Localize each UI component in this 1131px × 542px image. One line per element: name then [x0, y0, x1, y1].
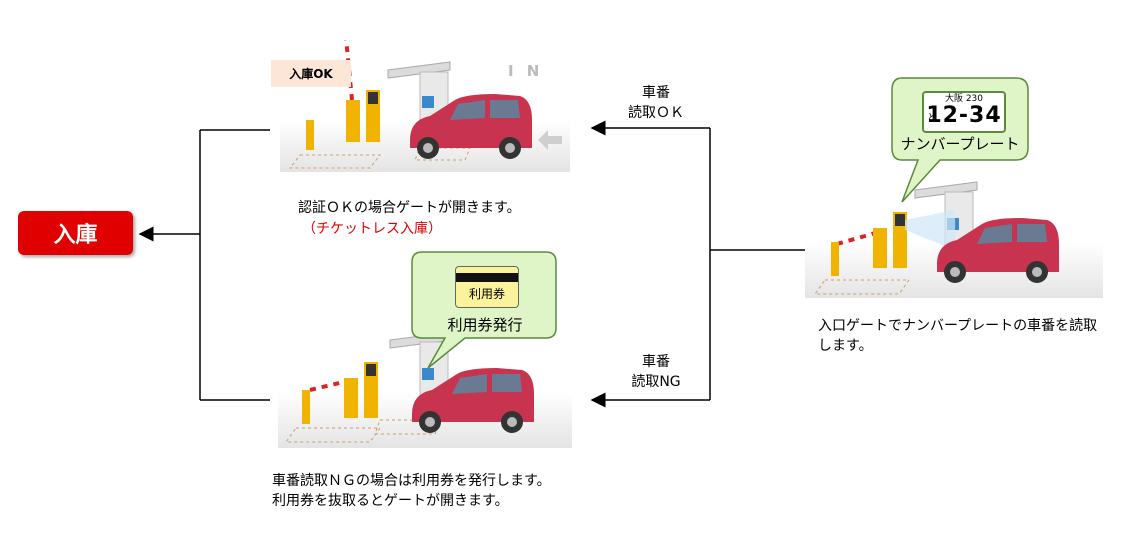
- barrier-closed: [836, 210, 955, 268]
- top-caption-line1: 認証ＯＫの場合ゲートが開きます。: [298, 200, 521, 216]
- ticket-stripe: [456, 273, 518, 282]
- plate-region: 大阪 230: [944, 94, 984, 104]
- bottom-caption-line1: 車番読取ＮＧの場合は利用券を発行します。: [272, 473, 551, 489]
- ticket-card: 利用券: [455, 266, 519, 308]
- bollard: [306, 120, 314, 150]
- scene-gate-open: 入庫OK I N: [270, 37, 580, 175]
- plate-reading-illustration: [805, 181, 1103, 298]
- entry-label: 入庫: [53, 223, 98, 248]
- ok-arrow-label-line1: 車番: [642, 85, 670, 101]
- car: [937, 218, 1059, 283]
- right-caption-line2: します。: [818, 338, 873, 354]
- direction-arrow: [538, 130, 562, 150]
- bollard: [831, 242, 839, 276]
- bollard: [302, 390, 310, 424]
- callout-entry-ok-text: 入庫OK: [289, 67, 333, 81]
- branch-lines: [590, 120, 805, 408]
- plate-hiragana: と: [927, 113, 937, 124]
- right-caption-line1: 入口ゲートでナンバープレートの車番を読取: [818, 318, 1098, 334]
- ng-arrow-label-line2: 読取NG: [631, 374, 681, 390]
- bottom-caption-line2: 利用券を抜取るとゲートが開きます。: [272, 493, 509, 509]
- ticket-bubble: [411, 251, 557, 369]
- merge-bracket: [138, 129, 270, 401]
- entry-box: 入庫: [18, 211, 133, 255]
- plate-bubble-label: ナンバープレート: [900, 135, 1020, 153]
- callout-entry-ok: 入庫OK: [271, 60, 351, 87]
- ticket-gate-illustration: [278, 331, 572, 448]
- number-plate: 大阪 230 と 12-34: [922, 91, 1006, 133]
- top-caption-line2: （チケットレス入庫）: [302, 221, 442, 237]
- scene-plate-reading: [805, 180, 1105, 300]
- scene-ticket-issue: [270, 310, 580, 450]
- car: [412, 368, 534, 433]
- ng-arrow-label-line1: 車番: [642, 354, 670, 370]
- ticket-label: 利用券: [468, 287, 505, 301]
- ok-arrow-label-line2: 読取ＯＫ: [628, 105, 684, 121]
- gate-open-illustration: [280, 37, 570, 172]
- car: [410, 94, 532, 159]
- barrier-raised: [344, 37, 380, 142]
- gate-marker-in: I N: [508, 62, 544, 80]
- barrier-closed: [309, 362, 378, 418]
- ticket-bubble-label: 利用券発行: [447, 316, 523, 334]
- plate-number: 12-34: [926, 103, 1002, 128]
